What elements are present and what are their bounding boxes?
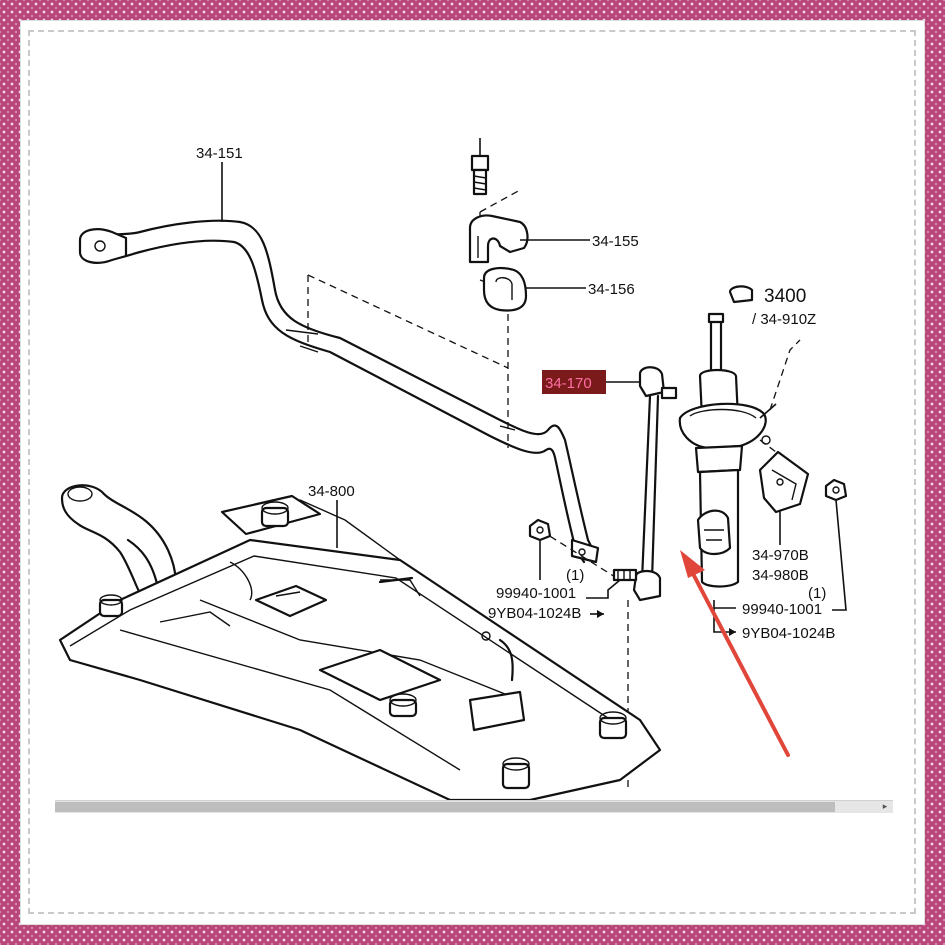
highlight-box bbox=[542, 370, 606, 394]
label-bolt-right: 9YB04-1024B bbox=[742, 625, 835, 642]
label-bushing: 34-156 bbox=[588, 281, 635, 298]
label-strut-sub: / 34-910Z bbox=[752, 311, 816, 328]
label-qty-left: (1) bbox=[566, 567, 584, 584]
label-strut-main: 3400 bbox=[764, 286, 806, 307]
stabilizer-link bbox=[612, 366, 678, 602]
label-nut-left: 99940-1001 bbox=[496, 585, 576, 602]
red-pointer-arrow bbox=[680, 550, 790, 757]
strut-assembly bbox=[678, 285, 777, 588]
label-qty-right: (1) bbox=[808, 585, 826, 602]
nut-left-part bbox=[528, 518, 552, 542]
strut-bracket bbox=[758, 450, 810, 514]
label-strut-bracket-a: 34-970B bbox=[752, 547, 809, 564]
bracket-34-155 bbox=[468, 214, 529, 264]
label-nut-right: 99940-1001 bbox=[742, 601, 822, 618]
label-strut-bracket-b: 34-980B bbox=[752, 567, 809, 584]
scrollbar-thumb[interactable] bbox=[55, 802, 835, 812]
dashed-border bbox=[28, 30, 916, 914]
horizontal-scrollbar[interactable]: ▸ bbox=[55, 800, 893, 813]
bushing-34-156 bbox=[482, 267, 528, 312]
label-link: 34-170 bbox=[545, 375, 592, 392]
label-stabilizer-bar: 34-151 bbox=[196, 145, 243, 162]
label-bracket: 34-155 bbox=[592, 233, 639, 250]
crossmember bbox=[58, 484, 662, 802]
label-crossmember: 34-800 bbox=[308, 483, 355, 500]
label-bolt-left: 9YB04-1024B bbox=[488, 605, 581, 622]
leader-arrows bbox=[597, 610, 736, 636]
scroll-right-icon[interactable]: ▸ bbox=[882, 802, 888, 812]
nut-right-part bbox=[824, 478, 848, 502]
top-bolt bbox=[470, 138, 490, 196]
stabilizer-bar bbox=[78, 219, 600, 564]
